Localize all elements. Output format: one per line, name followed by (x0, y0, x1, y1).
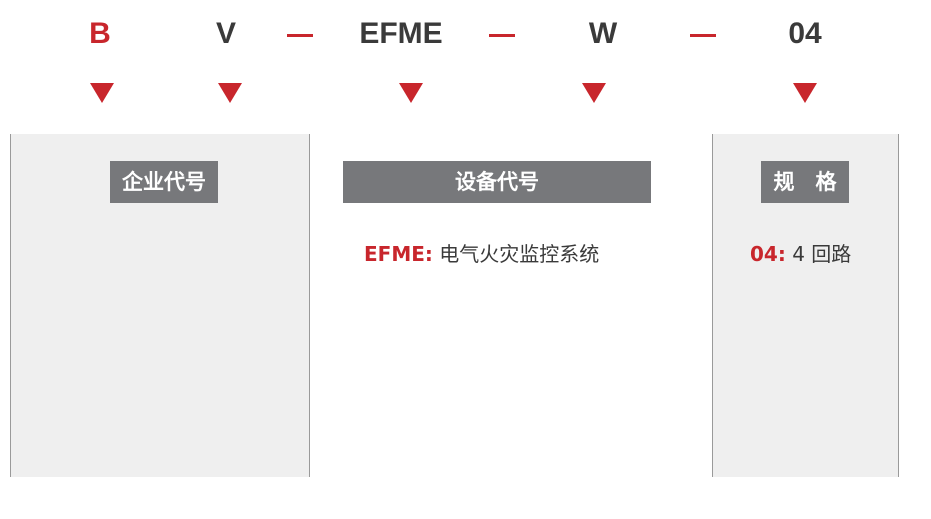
spec-description: 04: 4 回路 (750, 240, 851, 268)
separator-1 (287, 34, 313, 37)
separator-3 (690, 34, 716, 37)
code-04: 04 (788, 17, 822, 50)
code-w: W (588, 17, 618, 50)
code-b: B (89, 17, 111, 50)
arrow-down-icon (582, 83, 606, 103)
enterprise-code-title: 企业代号 (110, 161, 218, 203)
spec-title: 规 格 (761, 161, 849, 203)
code-efme: EFME (359, 17, 443, 50)
device-code-description: EFME: 电气火灾监控系统 (364, 240, 599, 268)
device-code-key: EFME: (364, 242, 433, 266)
separator-2 (489, 34, 515, 37)
arrow-down-icon (90, 83, 114, 103)
arrow-down-icon (399, 83, 423, 103)
spec-value: 4 回路 (792, 242, 852, 266)
code-v: V (215, 17, 237, 50)
arrow-down-icon (793, 83, 817, 103)
spec-key: 04: (750, 242, 786, 266)
device-code-title: 设备代号 (343, 161, 651, 203)
device-code-value: 电气火灾监控系统 (439, 242, 600, 266)
arrow-down-icon (218, 83, 242, 103)
